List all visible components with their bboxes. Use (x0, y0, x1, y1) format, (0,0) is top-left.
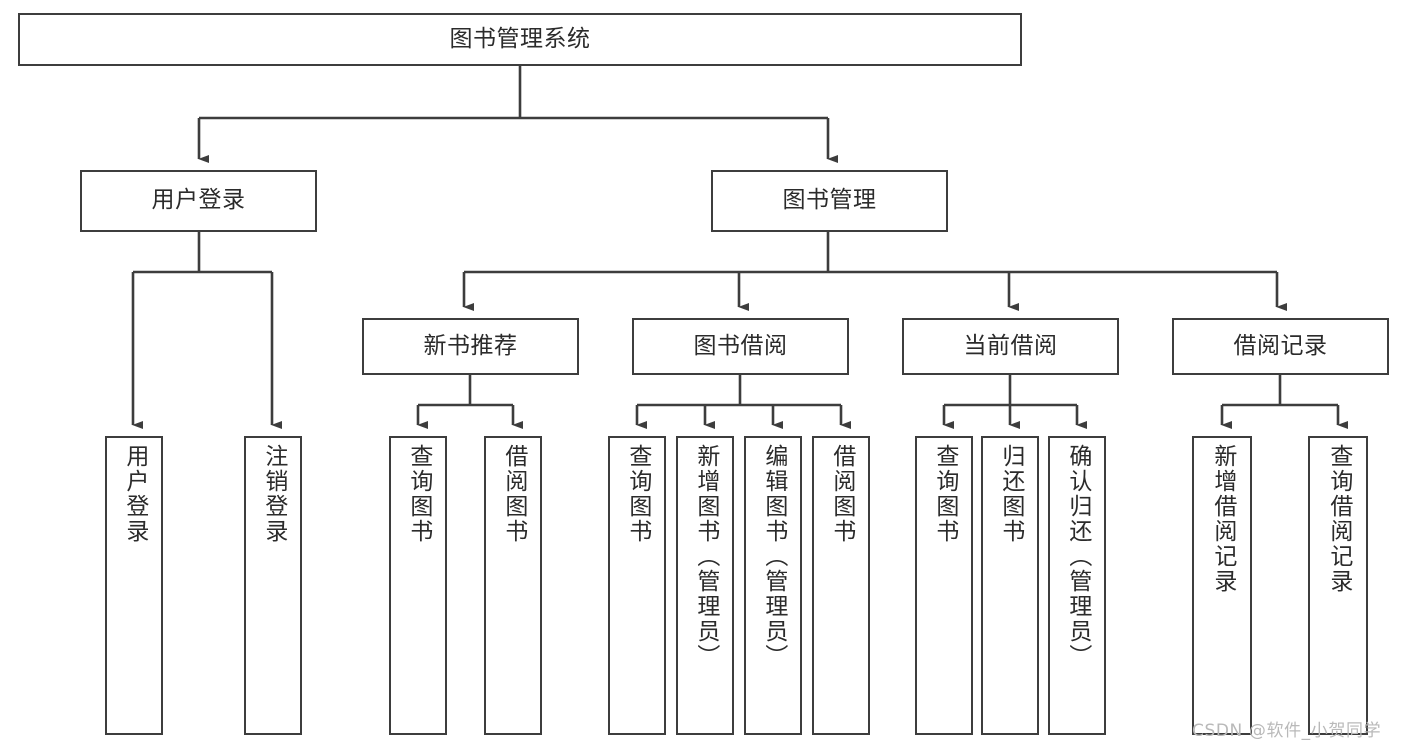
node-label: 归还图书 (997, 444, 1024, 544)
node-label: 新增借阅记录 (1209, 444, 1236, 594)
leaf-new-book-query-book[interactable]: 查询图书 (389, 436, 447, 735)
node-label: 查询借阅记录 (1325, 444, 1352, 594)
leaf-user-login-login[interactable]: 用户登录 (105, 436, 163, 735)
node-label: 当前借阅 (963, 332, 1058, 359)
leaf-current-borrow-return-book[interactable]: 归还图书 (981, 436, 1039, 735)
node-new-book-recommend[interactable]: 新书推荐 (362, 318, 579, 375)
node-label: 确认归还（管理员） (1064, 444, 1091, 669)
node-label: 新书推荐 (423, 332, 518, 359)
leaf-borrow-record-add-record[interactable]: 新增借阅记录 (1192, 436, 1252, 735)
node-book-management[interactable]: 图书管理 (711, 170, 948, 232)
node-label: 编辑图书（管理员） (760, 444, 787, 669)
leaf-book-borrow-add-book-admin[interactable]: 新增图书（管理员） (676, 436, 734, 735)
leaf-new-book-borrow-book[interactable]: 借阅图书 (484, 436, 542, 735)
node-label: 图书管理系统 (449, 25, 591, 52)
node-label: 新增图书（管理员） (692, 444, 719, 669)
leaf-book-borrow-edit-book-admin[interactable]: 编辑图书（管理员） (744, 436, 802, 735)
node-label: 查询图书 (405, 444, 432, 544)
node-label: 查询图书 (931, 444, 958, 544)
leaf-user-login-logout[interactable]: 注销登录 (244, 436, 302, 735)
node-label: 查询图书 (624, 444, 651, 544)
node-label: 图书借阅 (693, 332, 788, 359)
node-root-book-management-system[interactable]: 图书管理系统 (18, 13, 1022, 66)
node-user-login[interactable]: 用户登录 (80, 170, 317, 232)
node-borrow-record[interactable]: 借阅记录 (1172, 318, 1389, 375)
node-label: 用户登录 (151, 187, 246, 214)
node-current-borrow[interactable]: 当前借阅 (902, 318, 1119, 375)
leaf-book-borrow-query-book[interactable]: 查询图书 (608, 436, 666, 735)
leaf-book-borrow-borrow-book[interactable]: 借阅图书 (812, 436, 870, 735)
leaf-current-borrow-query-book[interactable]: 查询图书 (915, 436, 973, 735)
node-label: 借阅图书 (500, 444, 527, 544)
node-book-borrow[interactable]: 图书借阅 (632, 318, 849, 375)
node-label: 注销登录 (260, 444, 287, 544)
node-label: 借阅记录 (1233, 332, 1328, 359)
node-label: 图书管理 (782, 187, 877, 214)
leaf-current-borrow-confirm-return-admin[interactable]: 确认归还（管理员） (1048, 436, 1106, 735)
node-label: 用户登录 (121, 444, 148, 544)
node-label: 借阅图书 (828, 444, 855, 544)
leaf-borrow-record-query-record[interactable]: 查询借阅记录 (1308, 436, 1368, 735)
